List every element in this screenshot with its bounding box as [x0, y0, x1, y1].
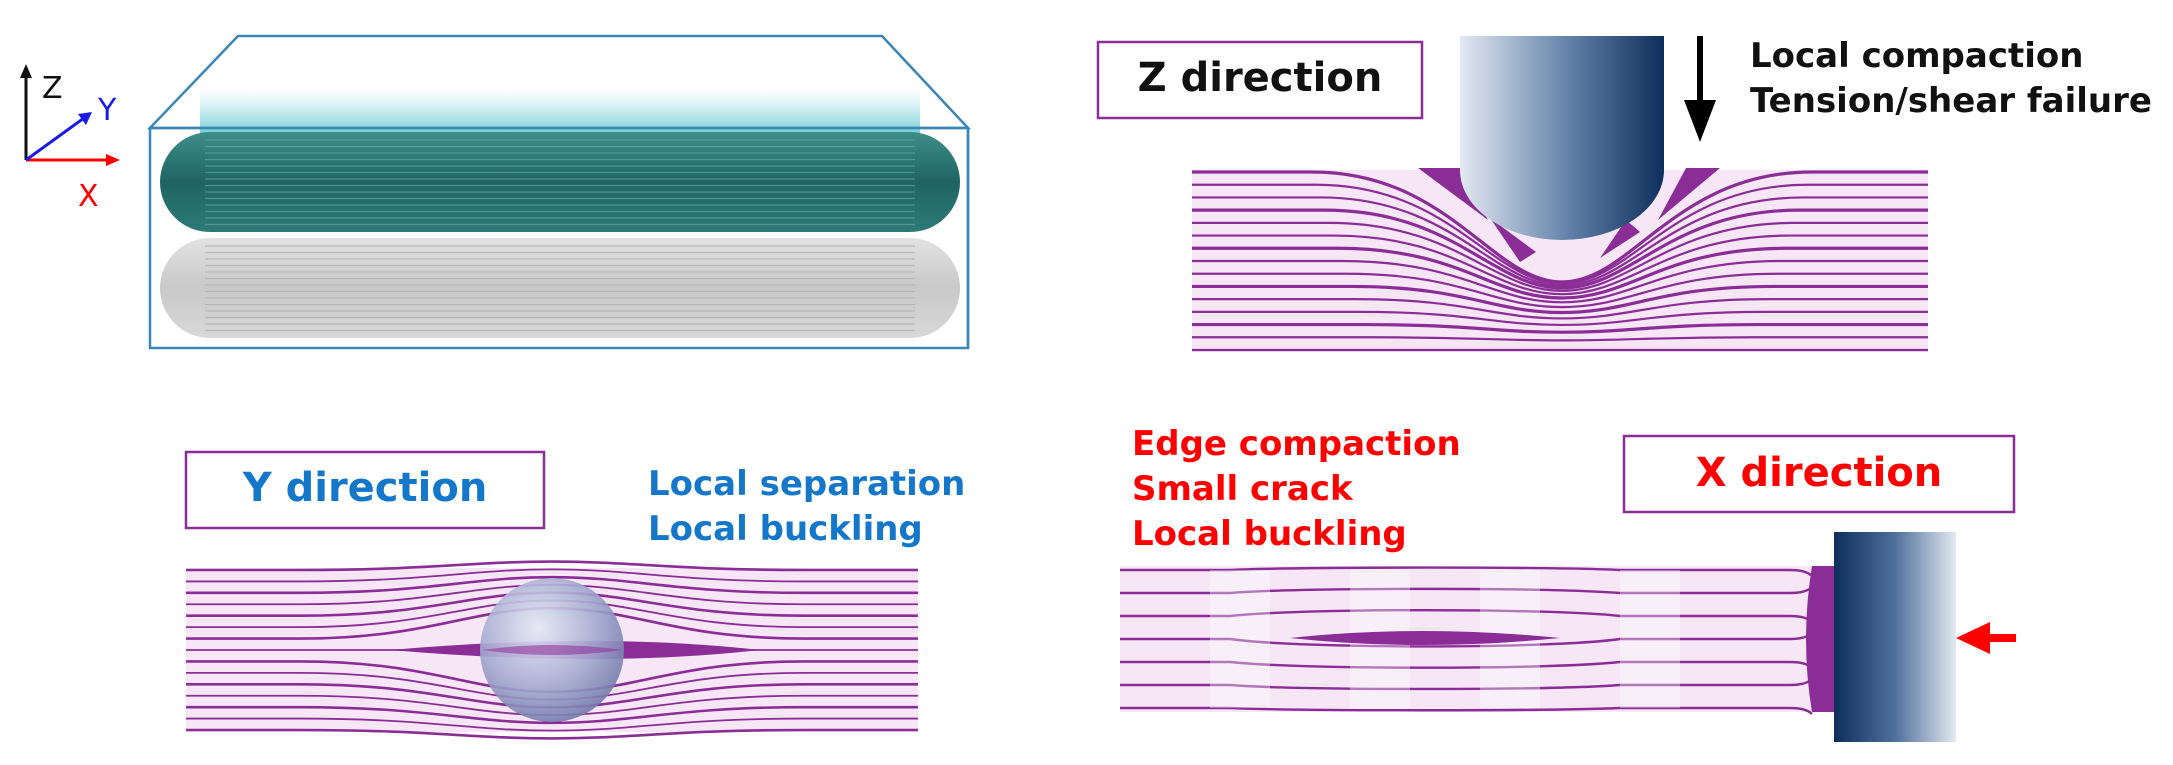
z-compaction-wedge-left [1418, 168, 1488, 220]
x-ply-line [1120, 586, 1813, 595]
z-ply-line [1192, 284, 1928, 315]
x-ply-line [1120, 608, 1813, 623]
x-note-edge-compaction: Edge compaction [1132, 424, 1461, 464]
x-direction-title: X direction [1696, 450, 1942, 496]
x-note-local-buckling: Local buckling [1132, 514, 1407, 554]
x-ply-line [1120, 706, 1813, 715]
x-indenter [1834, 532, 1956, 742]
x-direction-title-box [1622, 434, 2016, 514]
x-direction-panel: Edge compaction Small crack Local buckli… [1120, 424, 2016, 742]
z-ply-line [1192, 310, 1928, 327]
z-ply-line [1192, 196, 1928, 287]
z-note-local-compaction: Local compaction [1750, 36, 2083, 76]
x-small-crack [1290, 631, 1560, 645]
z-shear-crack-left [1490, 218, 1536, 262]
x-note-small-crack: Small crack [1132, 469, 1354, 509]
y-ply-line [186, 705, 918, 725]
y-axis-arrowhead [78, 112, 92, 125]
x-ply-line [1120, 678, 1813, 691]
grey-layer [160, 238, 960, 338]
z-ply-line [1192, 170, 1928, 284]
z-compaction-wedge-right [1658, 168, 1720, 220]
z-laminate-section [1192, 170, 1928, 352]
z-ply-line [1192, 322, 1928, 334]
axis-triad: Z Y X [20, 64, 120, 214]
y-note-local-buckling: Local buckling [648, 509, 923, 549]
y-ply-line [186, 717, 918, 732]
y-ply-line [186, 568, 918, 583]
y-ply-line [186, 728, 918, 740]
x-ply-line [1120, 632, 1813, 648]
grey-layer-plies [205, 245, 915, 332]
y-ply-line [186, 575, 918, 595]
z-axis-label: Z [42, 71, 63, 106]
z-direction-panel: Z direction Local compaction Tension/she… [1096, 36, 2152, 352]
z-ply-line [1192, 208, 1928, 290]
z-ply-line [1192, 183, 1928, 285]
y-axis-label: Y [97, 93, 117, 128]
x-ply-line [1120, 660, 1813, 669]
z-ply-line [1192, 259, 1928, 304]
x-buckling-band [1210, 570, 1270, 708]
z-ply-line [1192, 234, 1928, 296]
x-edge-compaction [1806, 566, 1834, 712]
z-load-arrowhead [1684, 100, 1716, 142]
z-ply-line [1192, 246, 1928, 300]
x-axis-arrowhead [106, 154, 120, 166]
y-direction-title-box [184, 450, 546, 530]
z-direction-title-box [1096, 40, 1424, 120]
teal-layer [160, 132, 960, 232]
z-shear-crack-right [1600, 220, 1640, 258]
z-note-tension-shear-failure: Tension/shear failure [1750, 81, 2152, 121]
y-direction-title: Y direction [242, 465, 488, 511]
y-note-local-separation: Local separation [648, 464, 965, 504]
z-axis-arrowhead [20, 64, 32, 78]
teal-layer-plies [205, 139, 915, 226]
x-axis-label: X [78, 179, 99, 214]
y-axis-line [25, 116, 85, 162]
z-ply-line [1192, 272, 1928, 309]
z-ply-line [1192, 298, 1928, 320]
x-buckling-band [1620, 570, 1680, 708]
z-ply-line [1192, 336, 1928, 342]
z-direction-title: Z direction [1138, 55, 1383, 101]
box-front-face [148, 126, 970, 350]
y-delamination-through-ball [482, 645, 622, 655]
y-direction-panel: Y direction Local separation Local buckl… [184, 450, 965, 740]
z-ply-line [1192, 221, 1928, 292]
x-ply-line [1120, 566, 1813, 577]
x-load-arrowhead [1956, 622, 1990, 654]
z-indenter [1460, 36, 1664, 240]
laminate-3d-model [147, 34, 971, 350]
y-ply-line [186, 560, 918, 572]
teal-glow [200, 88, 920, 140]
